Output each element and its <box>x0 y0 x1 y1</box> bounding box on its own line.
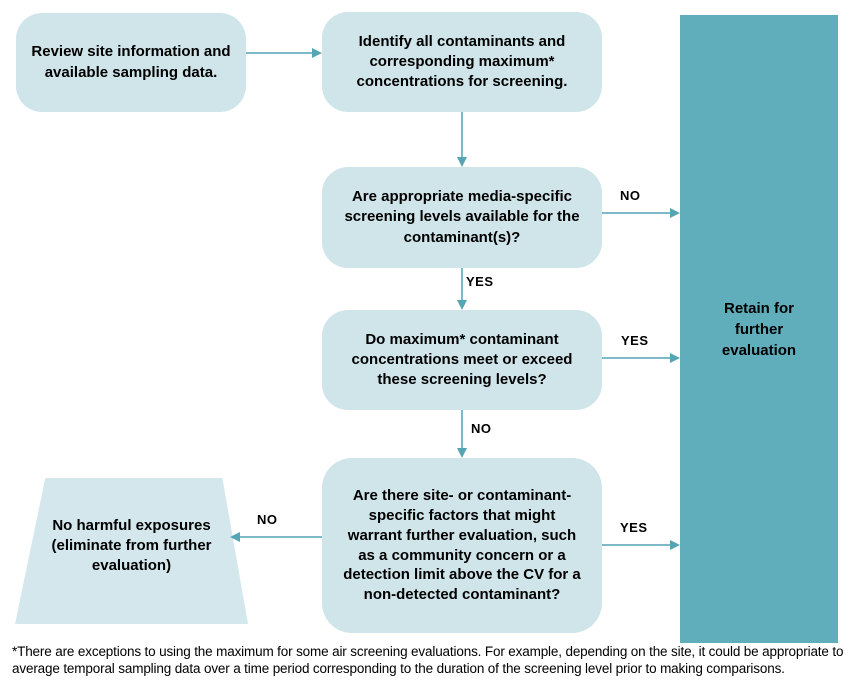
edge-label-screening-yes: YES <box>466 274 494 289</box>
arrow-screening-yes-to-concentrations-line <box>461 268 463 301</box>
flow-question-site-factors-text: Are there site- or contaminant-specific … <box>343 487 581 604</box>
footnote-maximum-exceptions: *There are exceptions to using the maxim… <box>12 644 844 676</box>
arrow-concentrations-yes-to-retain-line <box>602 357 671 359</box>
edge-label-concentrations-no: NO <box>471 421 492 436</box>
flow-question-concentrations-text: Do maximum* contaminant concentrations m… <box>351 330 573 389</box>
arrow-factors-yes-to-retain-head-icon <box>670 540 680 550</box>
arrow-identify-to-screening-head-icon <box>457 157 467 167</box>
arrow-screening-no-to-retain-head-icon <box>670 208 680 218</box>
flow-terminal-retain-for-evaluation-text: Retain for further evaluation <box>721 299 797 359</box>
flow-terminal-no-harmful-exposures: No harmful exposures (eliminate from fur… <box>15 478 248 624</box>
flow-question-concentrations: Do maximum* contaminant concentrations m… <box>322 310 602 410</box>
arrow-factors-yes-to-retain-line <box>602 544 671 546</box>
flow-terminal-retain-for-evaluation: Retain for further evaluation <box>680 15 838 643</box>
arrow-concentrations-no-to-factors-line <box>461 410 463 449</box>
flow-terminal-no-harmful-exposures-text: No harmful exposures (eliminate from fur… <box>51 516 212 575</box>
flow-question-screening-levels-text: Are appropriate media-specific screening… <box>344 188 580 246</box>
arrow-screening-no-to-retain-line <box>602 212 671 214</box>
flow-box-review-site-text: Review site information and available sa… <box>31 43 231 81</box>
flow-question-site-factors: Are there site- or contaminant-specific … <box>322 458 602 633</box>
arrow-concentrations-no-to-factors-head-icon <box>457 448 467 458</box>
edge-label-concentrations-yes: YES <box>621 333 649 348</box>
flow-box-identify-contaminants-text: Identify all contaminants and correspond… <box>356 32 568 91</box>
arrow-concentrations-yes-to-retain-head-icon <box>670 353 680 363</box>
flow-box-review-site: Review site information and available sa… <box>16 13 246 112</box>
arrow-screening-yes-to-concentrations-head-icon <box>457 300 467 310</box>
edge-label-screening-no: NO <box>620 188 641 203</box>
arrow-review-to-identify-line <box>246 52 313 54</box>
flow-question-screening-levels: Are appropriate media-specific screening… <box>322 167 602 268</box>
arrow-factors-no-to-eliminate-line <box>240 536 322 538</box>
edge-label-factors-no: NO <box>257 512 278 527</box>
edge-label-factors-yes: YES <box>620 520 648 535</box>
flow-box-identify-contaminants: Identify all contaminants and correspond… <box>322 12 602 112</box>
arrow-review-to-identify-head-icon <box>312 48 322 58</box>
arrow-identify-to-screening-line <box>461 112 463 158</box>
arrow-factors-no-to-eliminate-head-icon <box>230 532 240 542</box>
